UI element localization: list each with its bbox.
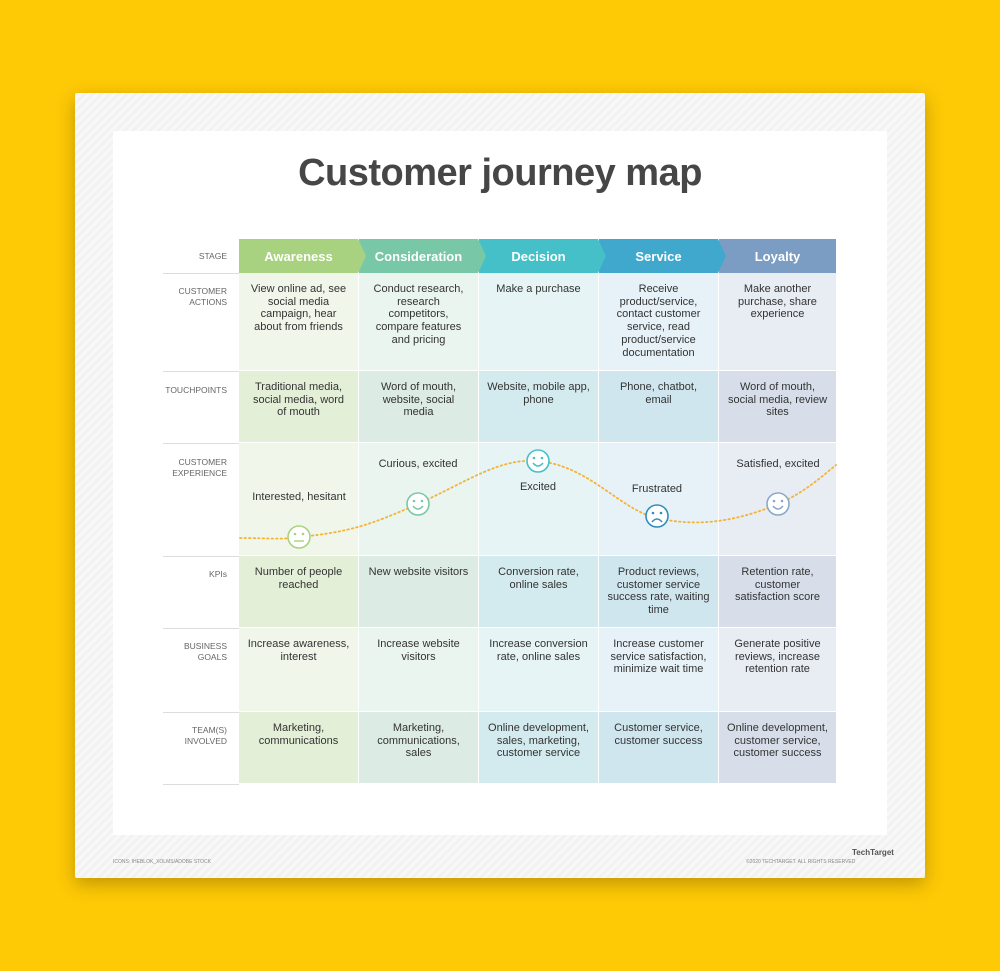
divider — [163, 712, 239, 713]
experience-label: Curious, excited — [378, 458, 458, 470]
experience-cell — [599, 443, 718, 555]
goals-cell: Generate positive reviews, increase rete… — [719, 628, 836, 711]
experience-label: Frustrated — [631, 483, 683, 495]
row-label-actions: CUSTOMER ACTIONS — [178, 286, 228, 307]
kpis-cell: Conversion rate, online sales — [479, 556, 598, 627]
teams-cell: Online development, customer service, cu… — [719, 712, 836, 783]
touchpoints-cell: Word of mouth, website, social media — [359, 371, 478, 442]
touchpoints-cell: Traditional media, social media, word of… — [239, 371, 358, 442]
divider — [163, 784, 239, 785]
divider — [163, 371, 239, 372]
actions-cell: Make another purchase, share experience — [719, 273, 836, 370]
kpis-cell: Product reviews, customer service succes… — [599, 556, 718, 627]
goals-cell: Increase conversion rate, online sales — [479, 628, 598, 711]
chevron-icon — [478, 239, 486, 273]
row-label-stage: STAGE — [198, 251, 227, 261]
experience-label: Interested, hesitant — [252, 491, 346, 503]
kpis-cell: Number of people reached — [239, 556, 358, 627]
icon-credit: ICONS: IHEBLOK_XOLMS/ADOBE STOCK — [113, 859, 211, 865]
goals-cell: Increase website visitors — [359, 628, 478, 711]
page-title: Customer journey map — [298, 152, 702, 194]
divider — [163, 628, 239, 629]
kpis-cell: New website visitors — [359, 556, 478, 627]
teams-cell: Marketing, communications, sales — [359, 712, 478, 783]
row-label-touchpoints: TOUCHPOINTS — [165, 385, 227, 395]
divider — [163, 556, 239, 557]
experience-cell — [479, 443, 598, 555]
row-label-kpis: KPIs — [209, 569, 227, 579]
goals-cell: Increase awareness, interest — [239, 628, 358, 711]
copyright: ©2020 TECHTARGET. ALL RIGHTS RESERVED — [746, 859, 856, 865]
actions-cell: Conduct research, research competitors, … — [359, 273, 478, 370]
stage-service: Service — [599, 239, 718, 273]
touchpoints-cell: Website, mobile app, phone — [479, 371, 598, 442]
teams-cell: Online development, sales, marketing, cu… — [479, 712, 598, 783]
row-label-goals: BUSINESS GOALS — [184, 641, 227, 662]
row-label-teams: TEAM(S) INVOLVED — [184, 725, 227, 746]
actions-cell: Receive product/service, contact custome… — [599, 273, 718, 370]
kpis-cell: Retention rate, customer satisfaction sc… — [719, 556, 836, 627]
row-label-experience: CUSTOMER EXPERIENCE — [172, 457, 227, 478]
experience-label: Satisfied, excited — [736, 458, 820, 470]
divider — [163, 273, 239, 274]
touchpoints-cell: Phone, chatbot, email — [599, 371, 718, 442]
techtarget-logo: TechTarget — [852, 848, 894, 857]
chevron-icon — [598, 239, 606, 273]
stage-decision: Decision — [479, 239, 598, 273]
goals-cell: Increase customer service satisfaction, … — [599, 628, 718, 711]
actions-cell: View online ad, see social media campaig… — [239, 273, 358, 370]
chevron-icon — [358, 239, 366, 273]
divider — [163, 443, 239, 444]
experience-label: Excited — [519, 481, 557, 493]
stage-consideration: Consideration — [359, 239, 478, 273]
stage-awareness: Awareness — [239, 239, 358, 273]
teams-cell: Marketing, communications — [239, 712, 358, 783]
chevron-icon — [718, 239, 726, 273]
touchpoints-cell: Word of mouth, social media, review site… — [719, 371, 836, 442]
teams-cell: Customer service, customer success — [599, 712, 718, 783]
actions-cell: Make a purchase — [479, 273, 598, 370]
stage-loyalty: Loyalty — [719, 239, 836, 273]
